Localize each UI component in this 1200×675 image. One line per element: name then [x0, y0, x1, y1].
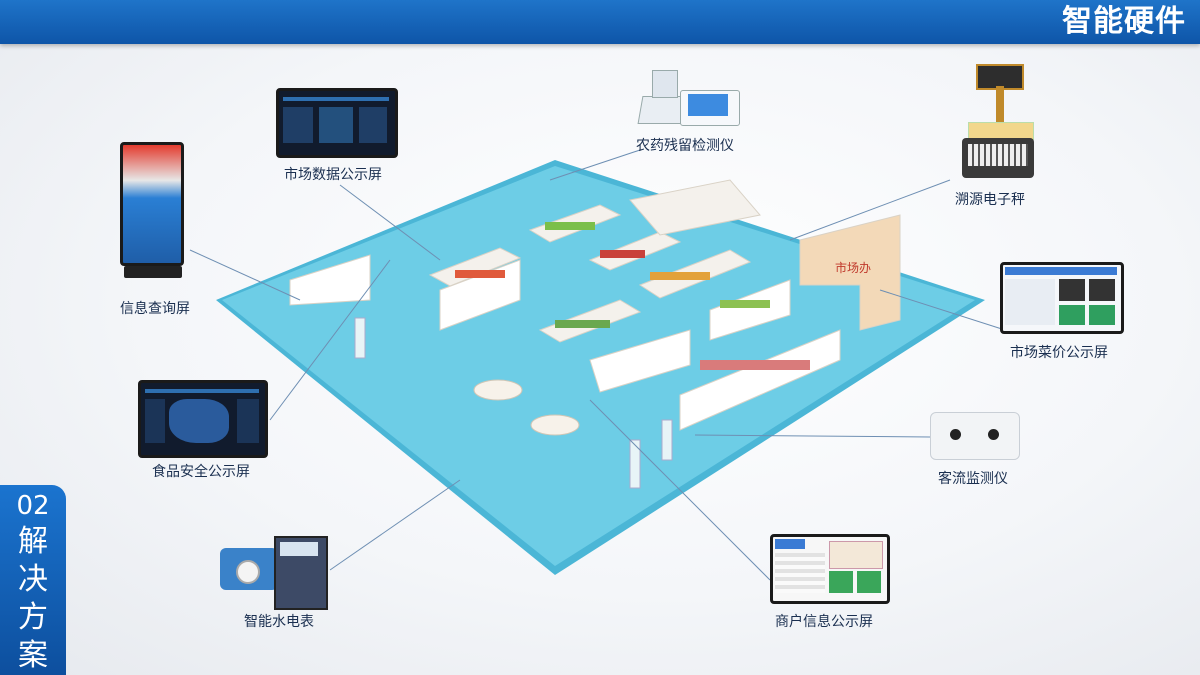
label-pesticide-detector: 农药残留检测仪 — [636, 138, 734, 154]
label-merchant-screen: 商户信息公示屏 — [775, 614, 873, 630]
floor-sign: 市场办 — [835, 260, 871, 275]
flow-monitor-device — [930, 412, 1020, 460]
price-screen-device — [1000, 262, 1124, 334]
label-smart-meter: 智能水电表 — [244, 614, 314, 630]
section-side-tab: 02 解决方案 — [0, 485, 66, 675]
label-food-safety-screen: 食品安全公示屏 — [152, 464, 250, 480]
market-data-screen-device — [276, 88, 398, 158]
label-trace-scale: 溯源电子秤 — [955, 192, 1025, 208]
merchant-screen-device — [770, 534, 890, 604]
header-bar: 智能硬件 — [0, 0, 1200, 44]
camera-lens-icon — [988, 429, 999, 440]
label-info-kiosk: 信息查询屏 — [120, 301, 190, 317]
food-safety-screen-device — [138, 380, 268, 458]
section-title: 解决方案 — [18, 524, 48, 673]
page-title: 智能硬件 — [1062, 4, 1186, 39]
section-number: 02 — [16, 491, 50, 521]
label-market-data-screen: 市场数据公示屏 — [284, 167, 382, 183]
pesticide-detector-device — [637, 68, 740, 130]
smart-meter-device — [220, 530, 328, 610]
trace-scale-device — [960, 64, 1036, 182]
label-price-screen: 市场菜价公示屏 — [1010, 345, 1108, 361]
info-kiosk-device — [120, 142, 186, 284]
camera-lens-icon — [950, 429, 961, 440]
label-flow-monitor: 客流监测仪 — [938, 471, 1008, 487]
